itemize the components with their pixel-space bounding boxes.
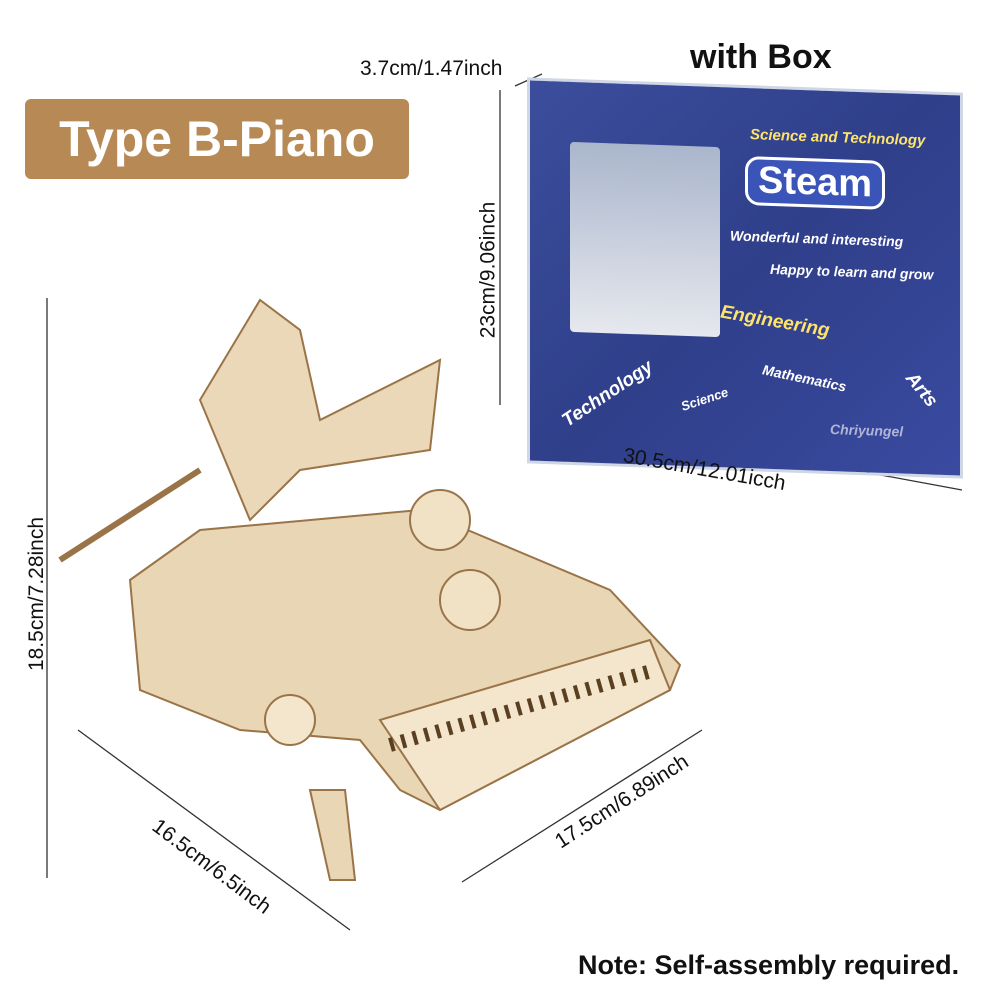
type-badge: Type B-Piano [25, 99, 409, 179]
arc-science: Science [678, 384, 731, 414]
box-logo: Steam [745, 156, 886, 210]
arc-engineering: Engineering [719, 301, 831, 342]
product-box-image: Science and Technology Steam Wonderful a… [530, 80, 960, 476]
box-heading: with Box [690, 38, 832, 76]
box-depth-label: 3.7cm/1.47inch [360, 57, 503, 80]
piano-height-label: 18.5cm/7.28inch [25, 516, 49, 672]
assembly-note: Note: Self-assembly required. [578, 950, 960, 980]
wooden-piano-image [58, 298, 682, 881]
box-window [570, 141, 720, 338]
arc-mathematics: Mathematics [761, 361, 848, 395]
arc-arts: Arts [901, 368, 942, 412]
box-line1: Wonderful and interesting [730, 227, 904, 250]
arc-technology: Technology [558, 356, 658, 432]
watermark: Chriyungel [830, 420, 904, 440]
box-line2: Happy to learn and grow [770, 260, 934, 283]
box-height-label: 23cm/9.06inch [476, 201, 500, 339]
box-tagline: Science and Technology [750, 126, 926, 150]
